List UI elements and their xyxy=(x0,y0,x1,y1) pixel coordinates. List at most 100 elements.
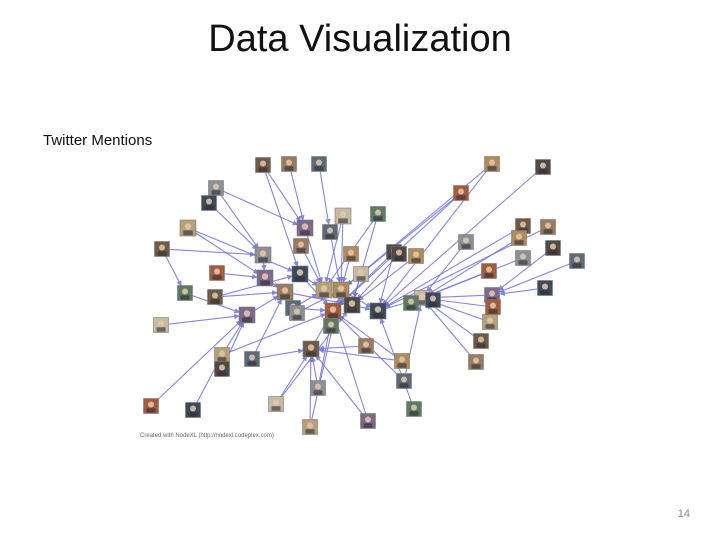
graph-node-avatar xyxy=(177,285,193,301)
graph-edge xyxy=(225,321,244,349)
graph-node-avatar xyxy=(214,361,230,377)
graph-node-avatar xyxy=(201,195,217,211)
graph-node-avatar xyxy=(238,306,256,324)
graph-node-avatar xyxy=(458,234,474,250)
graph-node-avatar xyxy=(214,347,230,363)
graph-edge xyxy=(357,259,394,300)
graph-edge xyxy=(428,241,513,295)
graph-edge xyxy=(330,239,342,283)
graph-edge xyxy=(426,303,472,357)
graph-edge xyxy=(222,290,278,297)
graph-edge xyxy=(299,293,318,305)
graph-node-avatar xyxy=(207,289,223,305)
graph-node-avatar xyxy=(208,180,224,196)
graph-node-avatar xyxy=(254,246,272,264)
graph-edge xyxy=(253,295,279,312)
graph-node-avatar xyxy=(537,280,553,296)
graph-edge xyxy=(306,277,318,287)
graph-node-avatar xyxy=(485,299,501,315)
graph-node-avatar xyxy=(154,241,170,257)
graph-edge xyxy=(338,223,345,283)
graph-edge xyxy=(384,229,517,308)
graph-edge xyxy=(318,345,359,352)
graph-nodes xyxy=(143,156,585,435)
network-graph-canvas xyxy=(143,156,585,435)
graph-edge xyxy=(290,171,305,221)
graph-node-avatar xyxy=(473,333,489,349)
graph-node-avatar xyxy=(511,230,527,246)
graph-node-avatar xyxy=(343,246,359,262)
graph-edge xyxy=(497,252,547,291)
graph-node-avatar xyxy=(302,340,320,358)
graph-edge xyxy=(306,235,323,283)
graph-node-avatar xyxy=(153,317,169,333)
graph-node-avatar xyxy=(515,250,531,266)
graph-node-avatar xyxy=(323,318,339,334)
graph-edge xyxy=(229,313,327,353)
graph-node-avatar xyxy=(179,219,197,237)
graph-node-avatar xyxy=(315,281,333,299)
graph-edge xyxy=(156,320,242,401)
graph-edge xyxy=(498,263,570,293)
graph-node-avatar xyxy=(322,224,338,240)
graph-edge xyxy=(352,281,360,298)
graph-node-avatar xyxy=(482,314,498,330)
graph-edge xyxy=(378,259,393,304)
graph-edge xyxy=(499,288,538,297)
graph-node-avatar xyxy=(403,295,419,311)
graph-edge xyxy=(319,171,331,225)
graph-edge xyxy=(426,247,462,293)
graph-edge xyxy=(428,302,475,337)
graph-node-avatar xyxy=(370,206,386,222)
graph-node-avatar xyxy=(185,402,201,418)
graph-node-avatar xyxy=(256,269,274,287)
graph-edge xyxy=(220,194,259,249)
graph-edge xyxy=(223,190,299,226)
graph-node-avatar xyxy=(394,353,410,369)
graph-edge xyxy=(382,169,488,306)
graph-node-avatar xyxy=(453,185,469,201)
page-number: 14 xyxy=(677,508,690,520)
graph-node-avatar xyxy=(360,413,376,429)
graph-node-avatar xyxy=(289,305,305,321)
graph-node-avatar xyxy=(369,302,387,320)
graph-node-avatar xyxy=(255,157,271,173)
graph-node-avatar xyxy=(291,265,309,283)
graph-edge xyxy=(428,273,482,296)
graph-node-avatar xyxy=(569,253,585,269)
graph-edge xyxy=(357,260,410,301)
graph-edge xyxy=(259,348,304,359)
graph-node-avatar xyxy=(293,238,309,254)
graph-node-avatar xyxy=(484,156,500,172)
graph-edge xyxy=(339,315,396,357)
graph-node-avatar xyxy=(468,354,484,370)
graph-edge xyxy=(214,208,258,250)
graph-credit-caption: Created with NodeXL (http://nodexl.codep… xyxy=(140,433,274,439)
graph-edge xyxy=(169,248,256,257)
graph-node-avatar xyxy=(343,296,361,314)
graph-edge xyxy=(310,356,318,381)
graph-node-avatar xyxy=(535,159,551,175)
graph-node-avatar xyxy=(425,292,441,308)
graph-node-avatar xyxy=(302,419,318,435)
graph-edge xyxy=(359,305,371,311)
slide-title: Data Visualization xyxy=(208,18,512,60)
graph-node-avatar xyxy=(545,240,561,256)
graph-edge xyxy=(224,273,258,280)
graph-node-avatar xyxy=(408,248,424,264)
network-graph xyxy=(130,150,600,450)
graph-node-avatar xyxy=(296,219,314,237)
graph-node-avatar xyxy=(391,246,407,262)
graph-node-avatar xyxy=(244,351,260,367)
graph-edge xyxy=(168,313,240,325)
graph-node-avatar xyxy=(311,156,327,172)
graph-node-avatar xyxy=(334,207,352,225)
graph-node-avatar xyxy=(396,373,412,389)
graph-edge xyxy=(341,261,350,283)
graph-node-avatar xyxy=(324,302,342,320)
graph-node-avatar xyxy=(281,156,297,172)
chart-subtitle: Twitter Mentions xyxy=(43,132,153,149)
graph-node-avatar xyxy=(406,401,422,417)
graph-node-avatar xyxy=(276,283,294,301)
graph-edge xyxy=(261,262,267,271)
